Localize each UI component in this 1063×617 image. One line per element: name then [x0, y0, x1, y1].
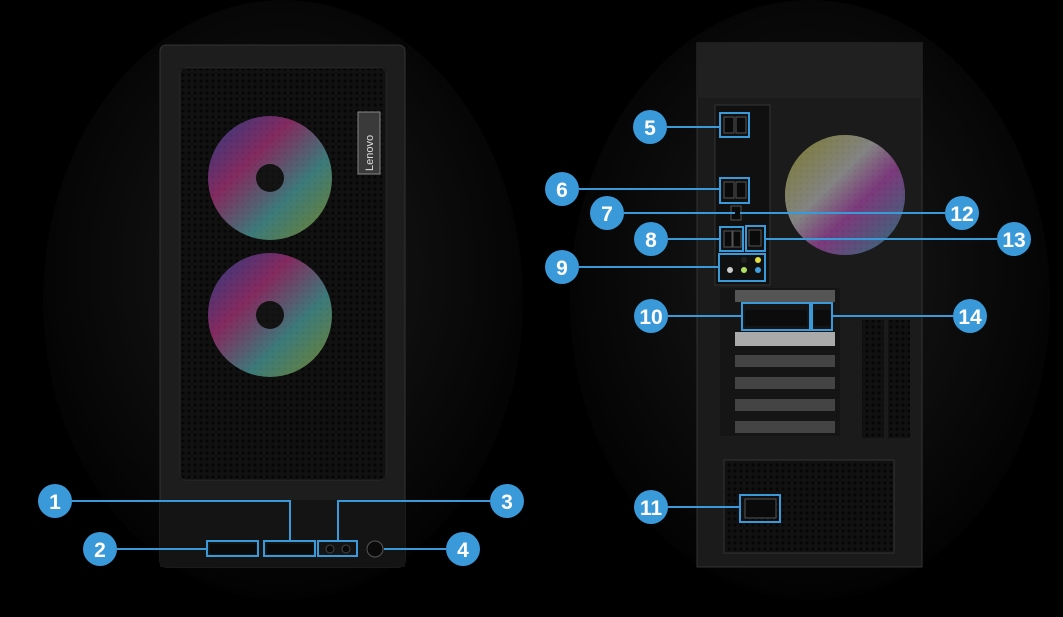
svg-text:2: 2: [94, 539, 106, 562]
svg-text:11: 11: [640, 497, 663, 520]
callout-5: 5: [633, 110, 667, 144]
svg-text:12: 12: [950, 203, 973, 226]
svg-text:5: 5: [644, 117, 656, 140]
callout-6: 6: [545, 172, 579, 206]
callout-13: 13: [997, 222, 1031, 256]
callout-2: 2: [83, 532, 117, 566]
callout-9: 9: [545, 250, 579, 284]
front-usb-ports-a: [210, 544, 256, 554]
callout-leaders: [72, 112, 997, 557]
svg-text:1: 1: [49, 491, 61, 514]
callout-12: 12: [945, 196, 979, 230]
svg-text:6: 6: [556, 179, 568, 202]
callout-1: 1: [38, 484, 72, 518]
svg-text:4: 4: [457, 539, 469, 562]
svg-text:3: 3: [501, 491, 513, 514]
callout-11: 11: [634, 490, 668, 524]
svg-text:8: 8: [645, 229, 657, 252]
front-audio-jack: [341, 544, 351, 554]
front-audio-jack: [325, 544, 335, 554]
callout-7: 7: [590, 196, 624, 230]
front-case: Lenovo: [159, 44, 406, 568]
lenovo-logo: [357, 111, 381, 175]
front-usb-ports-b: [267, 544, 313, 554]
callout-8: 8: [634, 222, 668, 256]
svg-text:13: 13: [1002, 229, 1025, 252]
svg-text:9: 9: [556, 257, 568, 280]
svg-text:14: 14: [958, 306, 982, 329]
callout-10: 10: [634, 299, 668, 333]
svg-text:10: 10: [639, 306, 662, 329]
callout-14: 14: [953, 299, 987, 333]
callout-4: 4: [446, 532, 480, 566]
power-inlet: [744, 498, 777, 519]
callout-3: 3: [490, 484, 524, 518]
svg-text:Lenovo: Lenovo: [364, 135, 376, 171]
svg-text:7: 7: [601, 203, 613, 226]
power-button: [366, 540, 384, 558]
